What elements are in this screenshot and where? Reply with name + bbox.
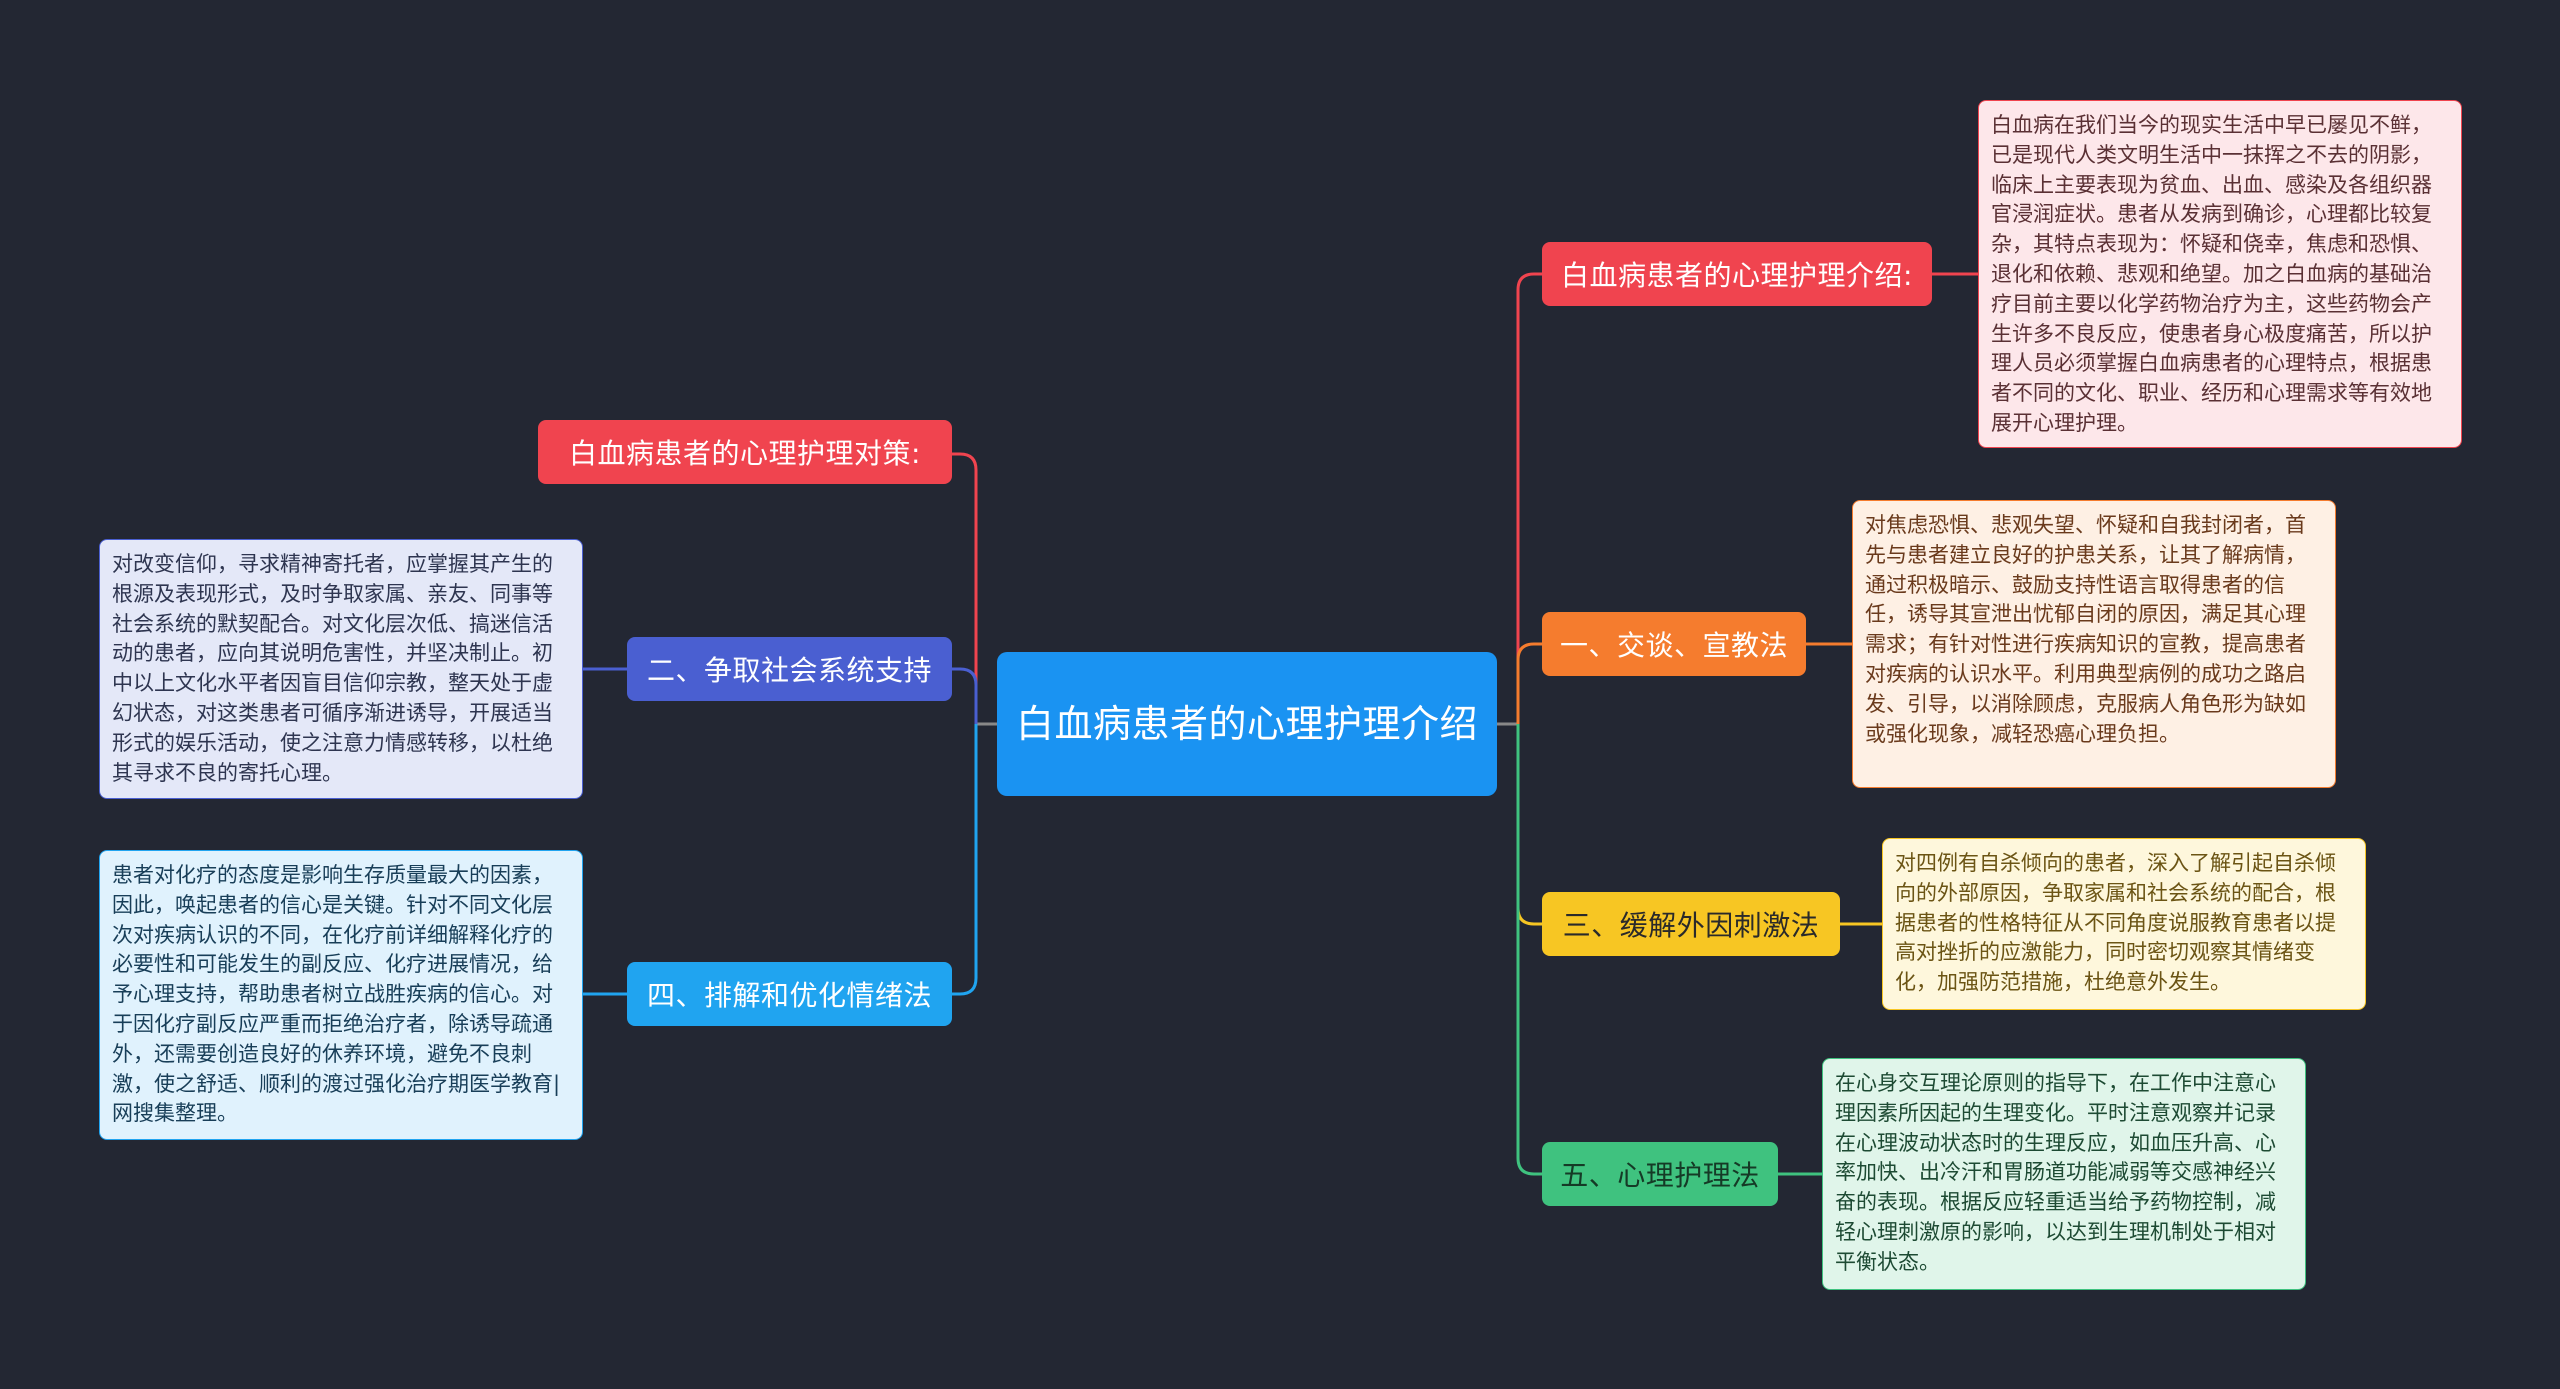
branch-stimulus[interactable]: 三、缓解外因刺激法 bbox=[1542, 892, 1840, 956]
edge-stimulus bbox=[1516, 724, 1542, 926]
edge-talk bbox=[1516, 642, 1542, 724]
detail-emotion: 患者对化疗的态度是影响生存质量最大的因素，因此，唤起患者的信心是关键。针对不同文… bbox=[99, 850, 583, 1140]
edge-intro bbox=[1516, 272, 1542, 724]
branch-intro[interactable]: 白血病患者的心理护理介绍: bbox=[1542, 242, 1932, 306]
branch-social[interactable]: 二、争取社会系统支持 bbox=[627, 637, 952, 701]
detail-psych: 在心身交互理论原则的指导下，在工作中注意心理因素所因起的生理变化。平时注意观察并… bbox=[1822, 1058, 2306, 1290]
detail-social: 对改变信仰，寻求精神寄托者，应掌握其产生的根源及表现形式，及时争取家属、亲友、同… bbox=[99, 539, 583, 799]
root-topic[interactable]: 白血病患者的心理护理介绍 bbox=[997, 652, 1497, 796]
edge-social bbox=[952, 667, 978, 724]
branch-emotion[interactable]: 四、排解和优化情绪法 bbox=[627, 962, 952, 1026]
branch-psych[interactable]: 五、心理护理法 bbox=[1542, 1142, 1778, 1206]
branch-talk[interactable]: 一、交谈、宣教法 bbox=[1542, 612, 1806, 676]
edge-countermeasure bbox=[952, 452, 978, 724]
detail-talk: 对焦虑恐惧、悲观失望、怀疑和自我封闭者，首先与患者建立良好的护患关系，让其了解病… bbox=[1852, 500, 2336, 788]
branch-countermeasure[interactable]: 白血病患者的心理护理对策: bbox=[538, 420, 952, 484]
detail-intro: 白血病在我们当今的现实生活中早已屡见不鲜，已是现代人类文明生活中一抹挥之不去的阴… bbox=[1978, 100, 2462, 448]
edge-emotion bbox=[952, 724, 978, 996]
detail-stimulus: 对四例有自杀倾向的患者，深入了解引起自杀倾向的外部原因，争取家属和社会系统的配合… bbox=[1882, 838, 2366, 1010]
edge-psych bbox=[1516, 724, 1542, 1176]
